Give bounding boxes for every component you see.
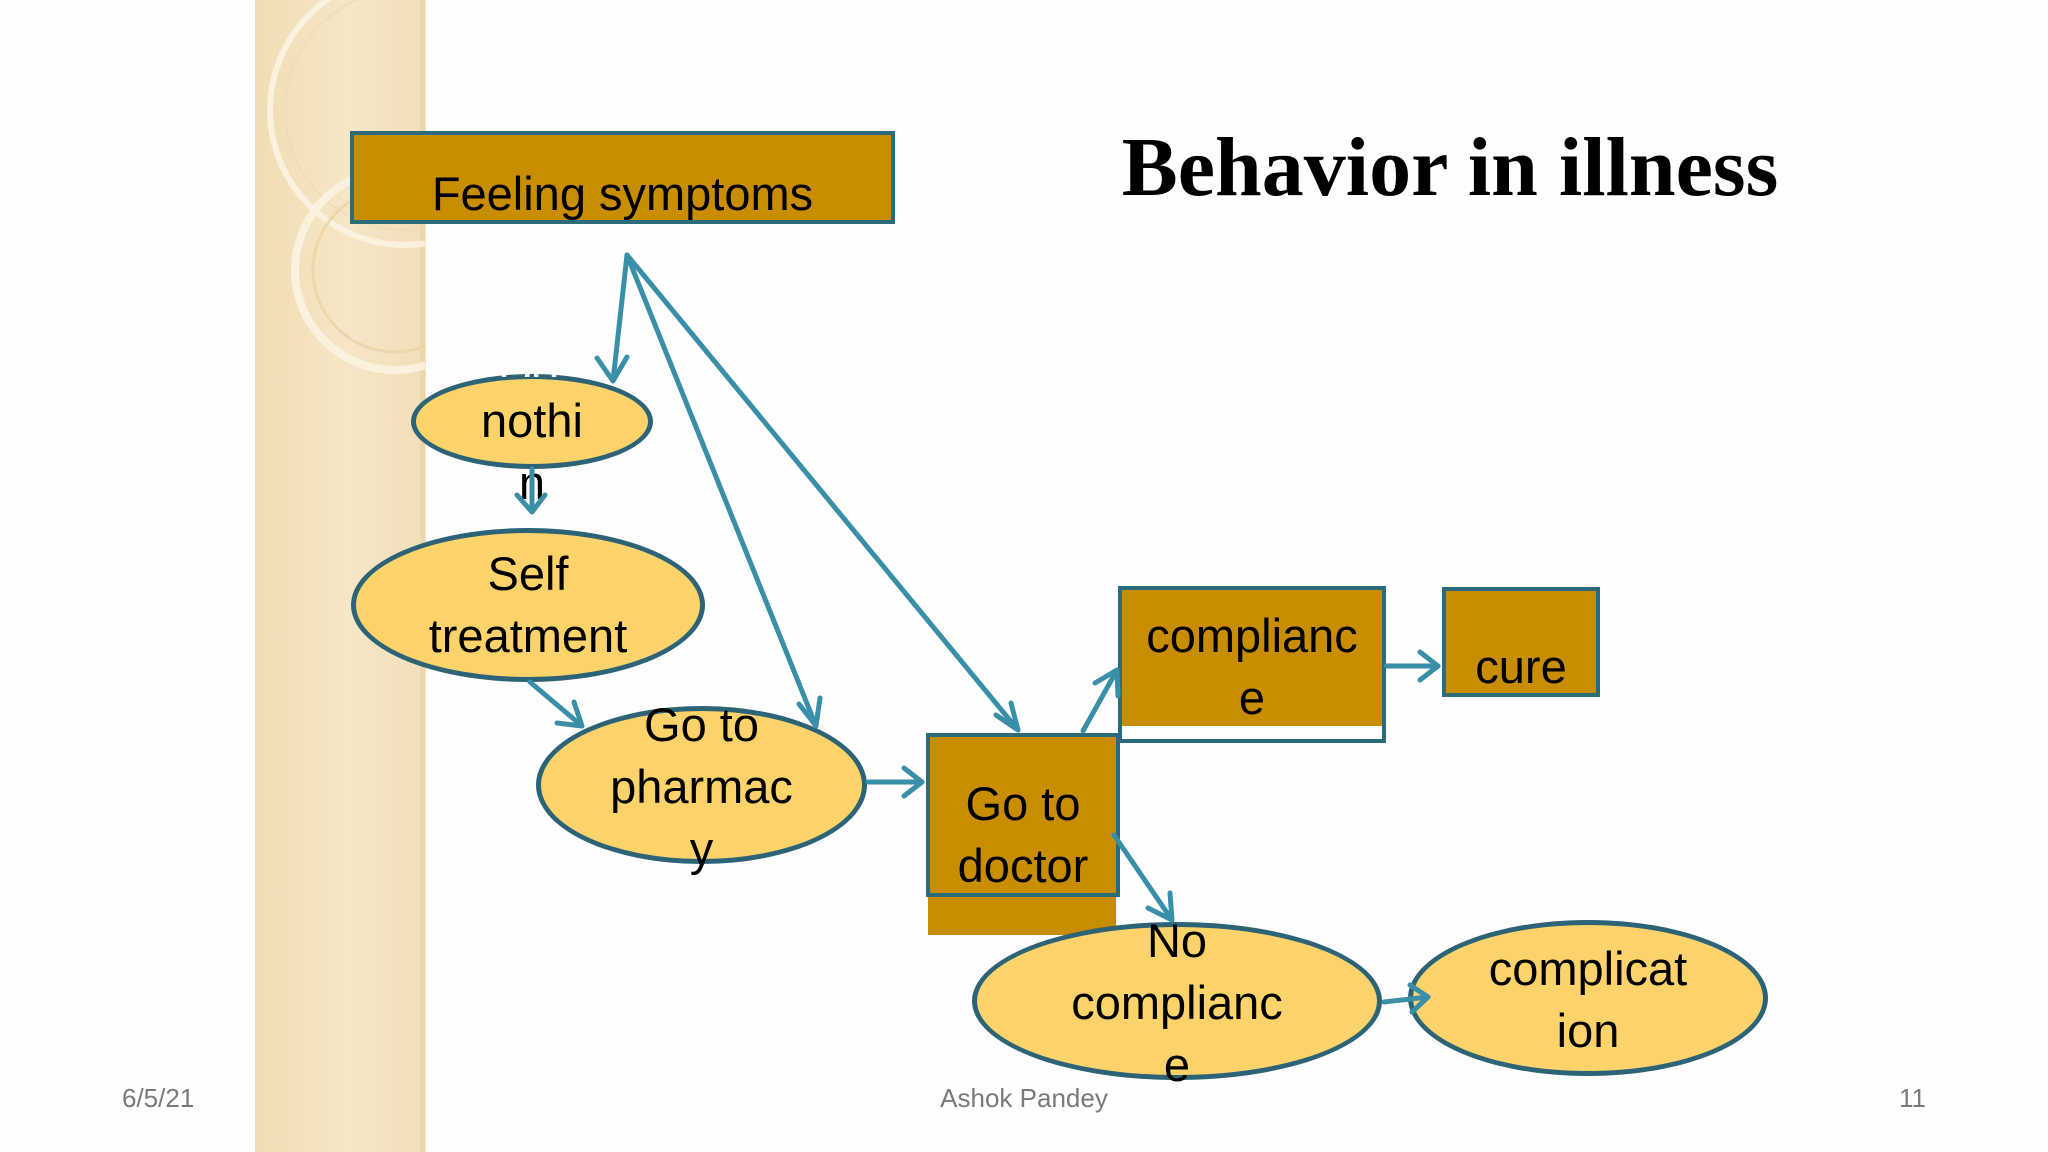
footer-author: Ashok Pandey [940,1083,1108,1113]
node-compliance-label: complianc e [1146,609,1358,724]
node-cure [1442,587,1600,697]
node-self-treatment-label: Self treatment [428,547,628,662]
node-compliance [1118,586,1386,726]
node-cure-label: cure [1475,640,1567,693]
arrowhead-compliance [1092,667,1121,699]
node-complication-label: complicat ion [1488,942,1688,1057]
arrow-doctor-to-compliance [1080,667,1120,734]
arrow-symptoms-to-do-nothing [610,252,630,384]
node-complication [1408,920,1768,1076]
arrowhead-do-nothing [594,354,630,384]
arrow-doctor-to-no-compliance [1111,832,1175,923]
node-do-nothing-label: nothi n [481,394,583,509]
slide-title: Behavior in illness [1121,121,1779,214]
node-feeling-symptoms-label: Feeling symptoms [431,167,814,220]
node-go-to-pharmacy-label: Go to pharmac y [610,698,793,875]
arrowhead-cure [1417,649,1441,683]
node-go-to-doctor-label: Go to doctor [957,777,1089,892]
footer-page-number: 11 [1899,1083,1926,1113]
node-do-nothing-label-top: Do [498,362,578,377]
footer-date: 6/5/21 [122,1083,195,1113]
node-go-to-doctor [926,733,1120,897]
arrowhead-doctor [993,700,1021,733]
arrowhead-doctor-2 [901,765,925,799]
node-no-compliance [972,922,1382,1080]
node-no-compliance-label: No complianc e [1071,914,1283,1091]
node-feeling-symptoms [350,131,895,224]
